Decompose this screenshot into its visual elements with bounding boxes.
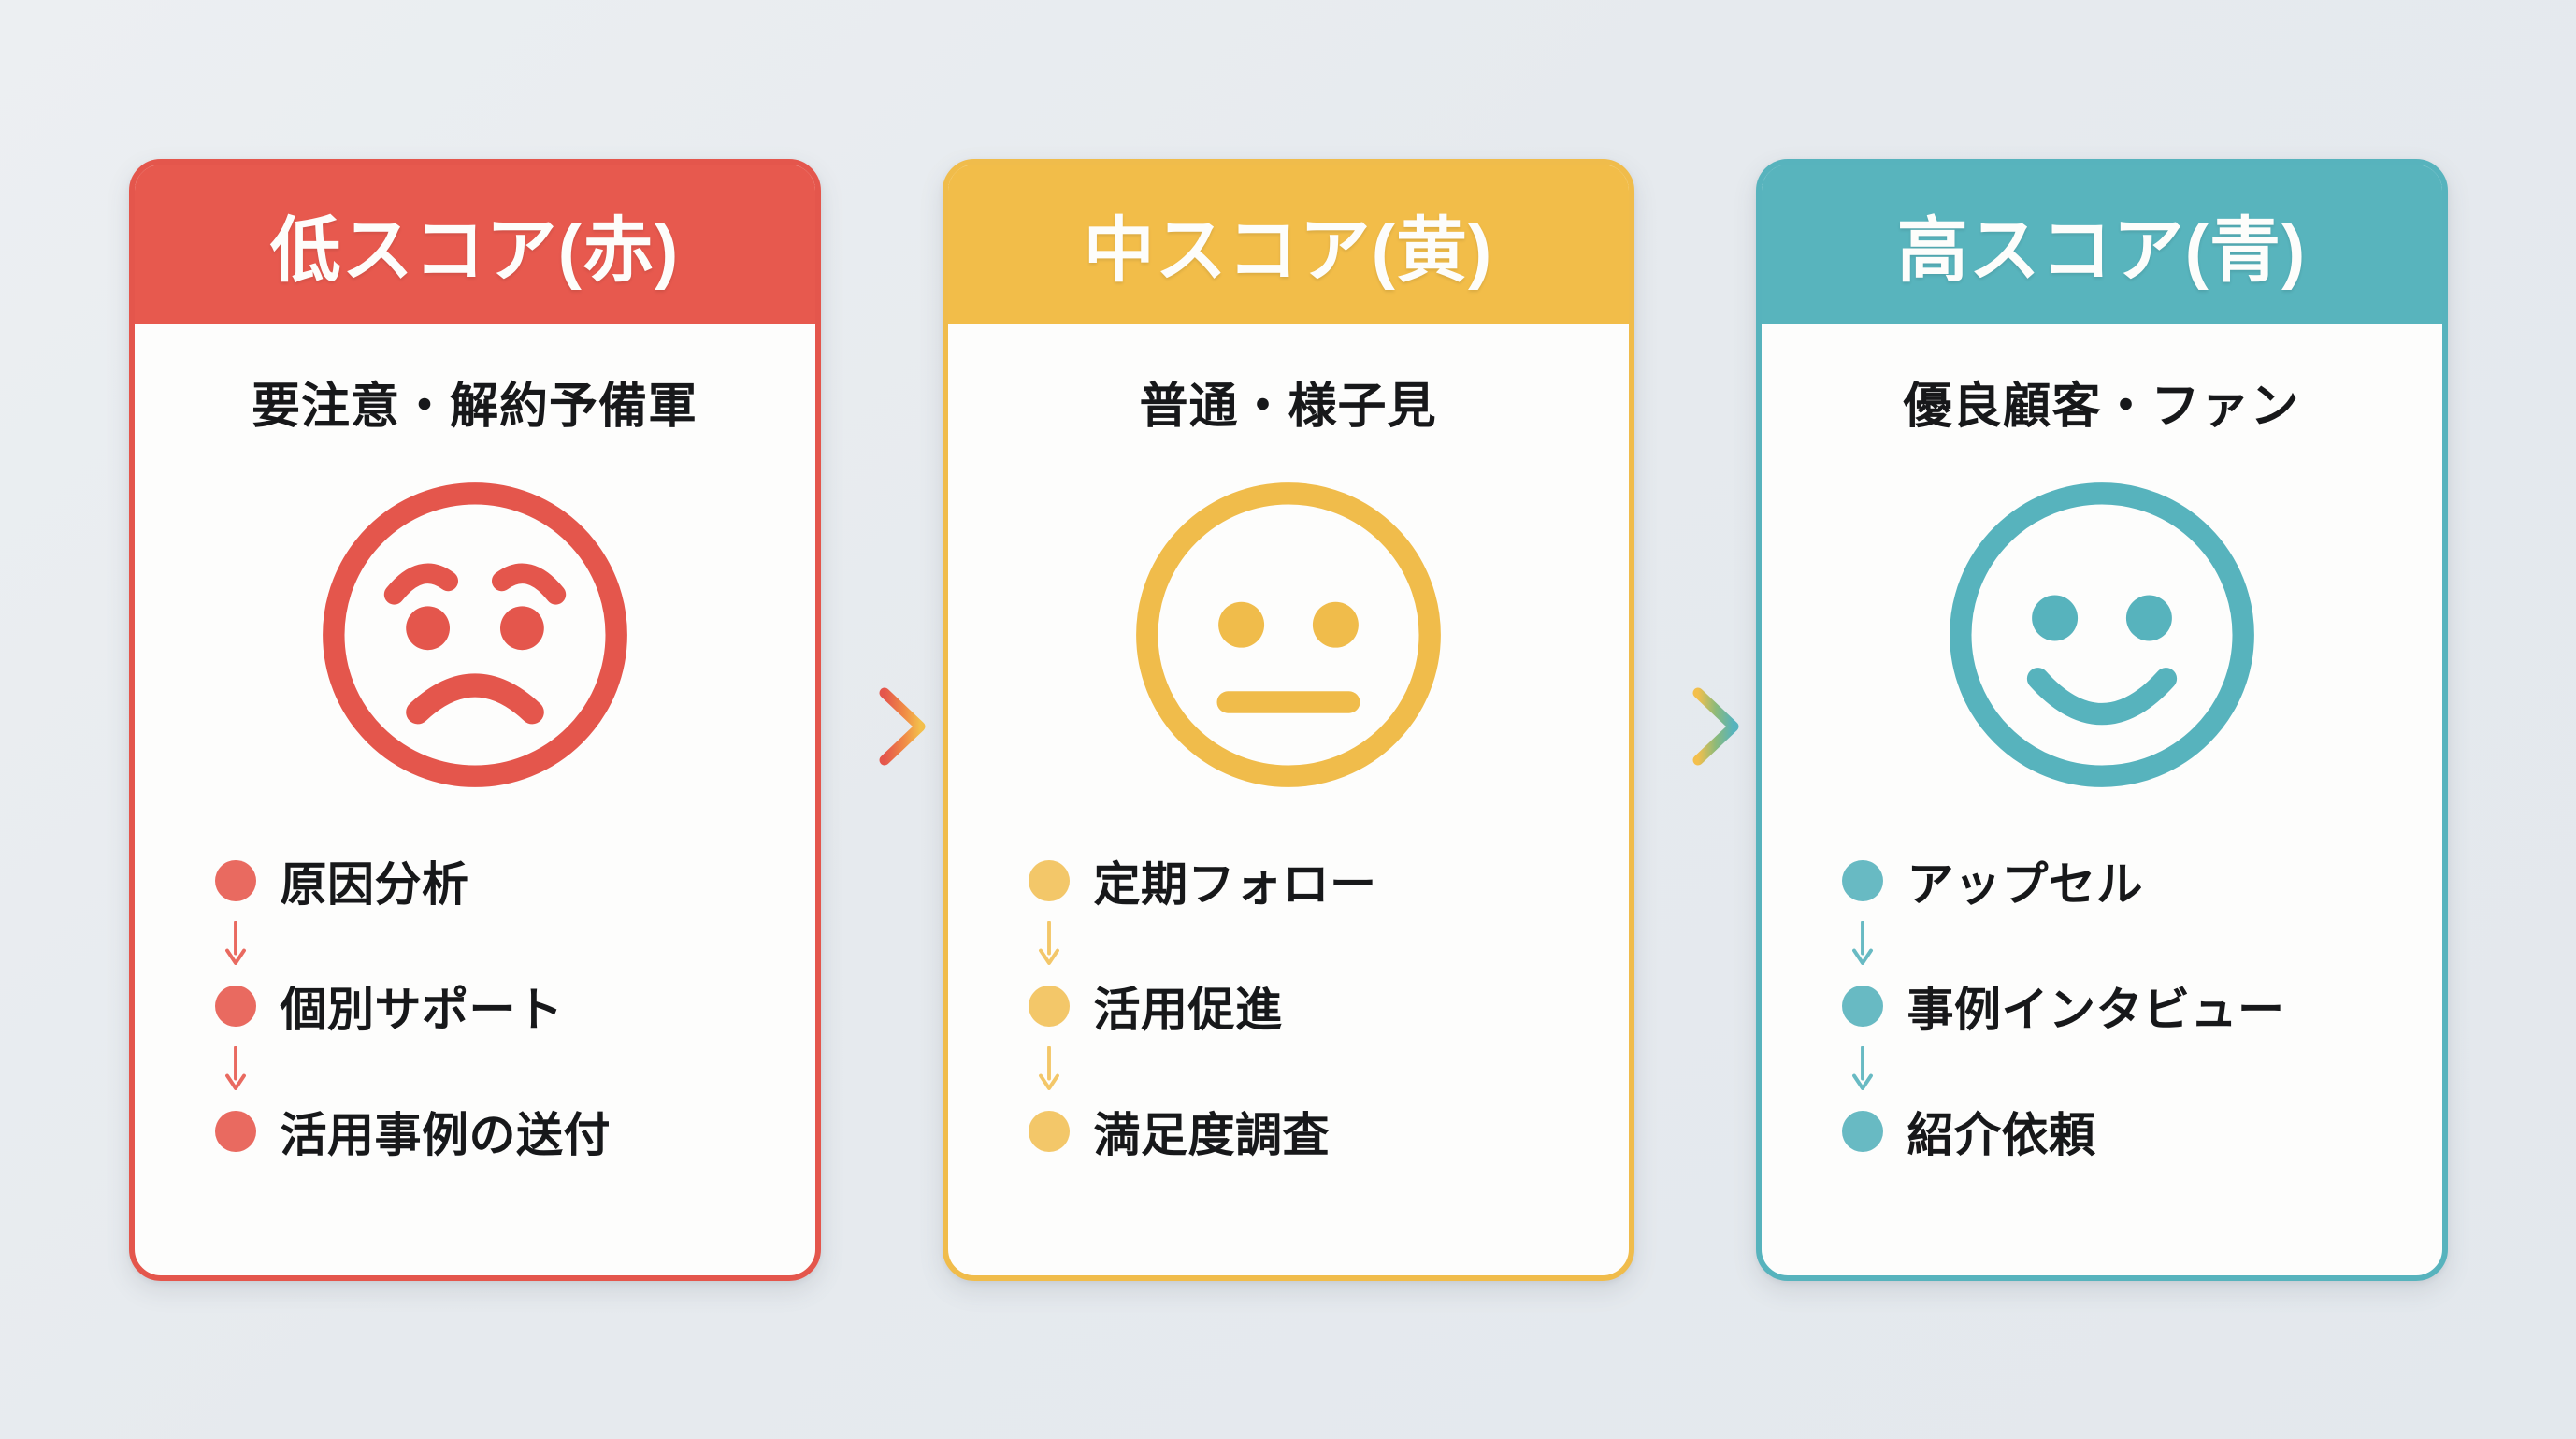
bullet-label: 原因分析 (280, 857, 469, 911)
arrow-red-to-yellow (821, 159, 943, 1281)
card-subtitle-low-score: 要注意・解約予備軍 (251, 379, 698, 434)
list-item[interactable]: アップセル (1841, 841, 2144, 921)
list-item[interactable]: 活用事例の送付 (214, 1091, 612, 1172)
list-item[interactable]: 活用促進 (1028, 966, 1283, 1046)
arrow-down-icon (215, 920, 256, 966)
arrow-yellow-to-blue (1634, 159, 1756, 1281)
neutral-face-icon (1120, 467, 1457, 803)
bullet-dot-icon (1028, 1110, 1070, 1152)
card-subtitle-high-score: 優良顧客・ファン (1903, 379, 2300, 434)
bullet-dot-icon (214, 859, 256, 901)
card-body-high-score: 優良顧客・ファン アップセル (1762, 324, 2442, 1275)
card-body-low-score: 要注意・解約予備軍 原因分析 (135, 324, 815, 1275)
arrow-down-icon (215, 1045, 256, 1091)
arrow-down-icon (1842, 1045, 1883, 1091)
card-title-high-score: 高スコア(青) (1896, 210, 2307, 291)
card-subtitle-mid-score: 普通・様子見 (1139, 379, 1437, 434)
bullet-dot-icon (214, 1110, 256, 1152)
list-item[interactable]: 定期フォロー (1028, 841, 1377, 921)
bullet-label: 活用促進 (1093, 983, 1283, 1036)
arrow-down-icon (1029, 920, 1070, 966)
card-header-mid-score: 中スコア(黄) (947, 164, 1629, 324)
arrow-down-icon (1842, 920, 1883, 966)
bullet-label: 紹介依頼 (1907, 1108, 2096, 1161)
list-item[interactable]: 個別サポート (214, 966, 564, 1046)
card-body-mid-score: 普通・様子見 定期フォロー (948, 324, 1629, 1275)
list-item[interactable]: 事例インタビュー (1841, 966, 2285, 1046)
card-high-score[interactable]: 高スコア(青) 優良顧客・ファン アップセル (1755, 158, 2448, 1281)
list-item[interactable]: 紹介依頼 (1841, 1091, 2096, 1172)
bullet-dot-icon (1028, 859, 1070, 901)
list-item[interactable]: 満足度調査 (1028, 1091, 1331, 1172)
arrow-down-icon (1029, 1045, 1070, 1091)
bullet-list-mid-score: 定期フォロー 活用促進 (986, 841, 1591, 1172)
list-item[interactable]: 原因分析 (214, 841, 469, 921)
bullet-dot-icon (1841, 985, 1883, 1027)
card-header-low-score: 低スコア(赤) (134, 164, 815, 324)
bullet-dot-icon (1841, 1110, 1883, 1152)
card-low-score[interactable]: 低スコア(赤) 要注意・解約予備軍 原因分析 (128, 158, 821, 1281)
bullet-list-high-score: アップセル 事例インタビュー (1799, 841, 2405, 1172)
bullet-dot-icon (214, 985, 256, 1027)
bullet-list-low-score: 原因分析 個別サポート (172, 841, 778, 1172)
card-title-mid-score: 中スコア(黄) (1083, 210, 1493, 291)
bullet-label: 満足度調査 (1093, 1108, 1330, 1161)
bullet-label: アップセル (1907, 857, 2143, 911)
bullet-dot-icon (1841, 859, 1883, 901)
bullet-label: 活用事例の送付 (280, 1108, 611, 1161)
bullet-dot-icon (1028, 985, 1070, 1027)
sad-face-icon (307, 467, 643, 803)
bullet-label: 個別サポート (280, 983, 564, 1036)
card-title-low-score: 低スコア(赤) (269, 210, 680, 291)
bullet-label: 定期フォロー (1093, 857, 1377, 911)
card-mid-score[interactable]: 中スコア(黄) 普通・様子見 定期フォロー (942, 158, 1634, 1281)
happy-face-icon (1934, 467, 2270, 803)
bullet-label: 事例インタビュー (1907, 983, 2285, 1036)
card-header-high-score: 高スコア(青) (1761, 164, 2442, 324)
